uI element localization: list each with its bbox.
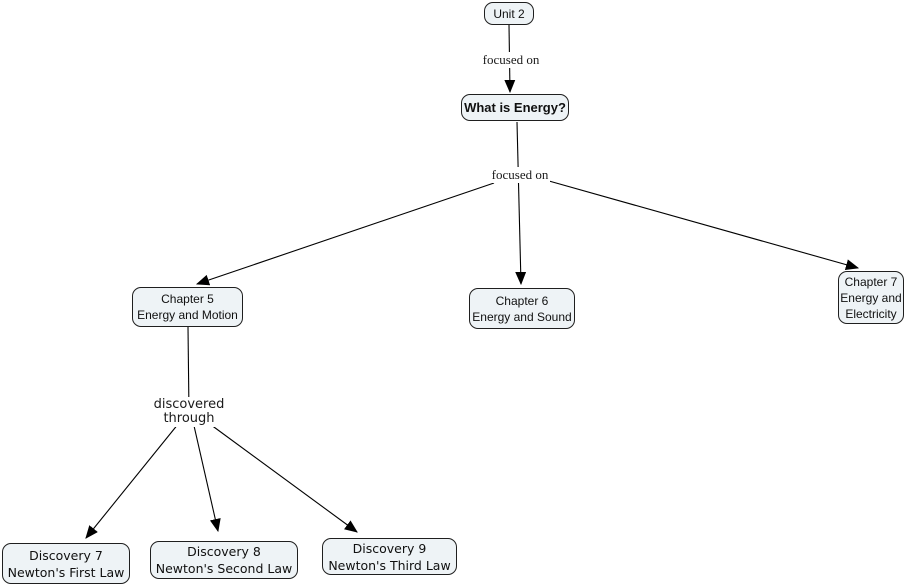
- link-label-discovered-through[interactable]: discovered through: [127, 397, 251, 427]
- node-discovery-7[interactable]: Discovery 7 Newton's First Law: [2, 543, 130, 584]
- connector-energy-to-chapter6: [515, 121, 527, 286]
- node-discovery-9[interactable]: Discovery 9 Newton's Third Law: [322, 538, 457, 575]
- node-discovery-8[interactable]: Discovery 8 Newton's Second Law: [150, 541, 298, 579]
- link-label-focused-on-1[interactable]: focused on: [482, 52, 540, 68]
- node-chapter-6[interactable]: Chapter 6 Energy and Sound: [469, 288, 575, 329]
- link-label-focused-on-2[interactable]: focused on: [490, 167, 550, 183]
- connector-energy-to-chapter5: [195, 182, 495, 286]
- connector-label-to-discovery8: [191, 416, 221, 533]
- node-what-is-energy[interactable]: What is Energy?: [461, 94, 569, 121]
- node-chapter-5[interactable]: Chapter 5 Energy and Motion: [132, 287, 243, 327]
- connector-label-to-discovery7: [85, 417, 184, 539]
- connector-energy-to-chapter7: [548, 180, 860, 271]
- node-chapter-7[interactable]: Chapter 7 Energy and Electricity: [838, 271, 904, 324]
- connector-label-to-discovery9: [202, 418, 358, 533]
- node-unit-2[interactable]: Unit 2: [484, 2, 534, 25]
